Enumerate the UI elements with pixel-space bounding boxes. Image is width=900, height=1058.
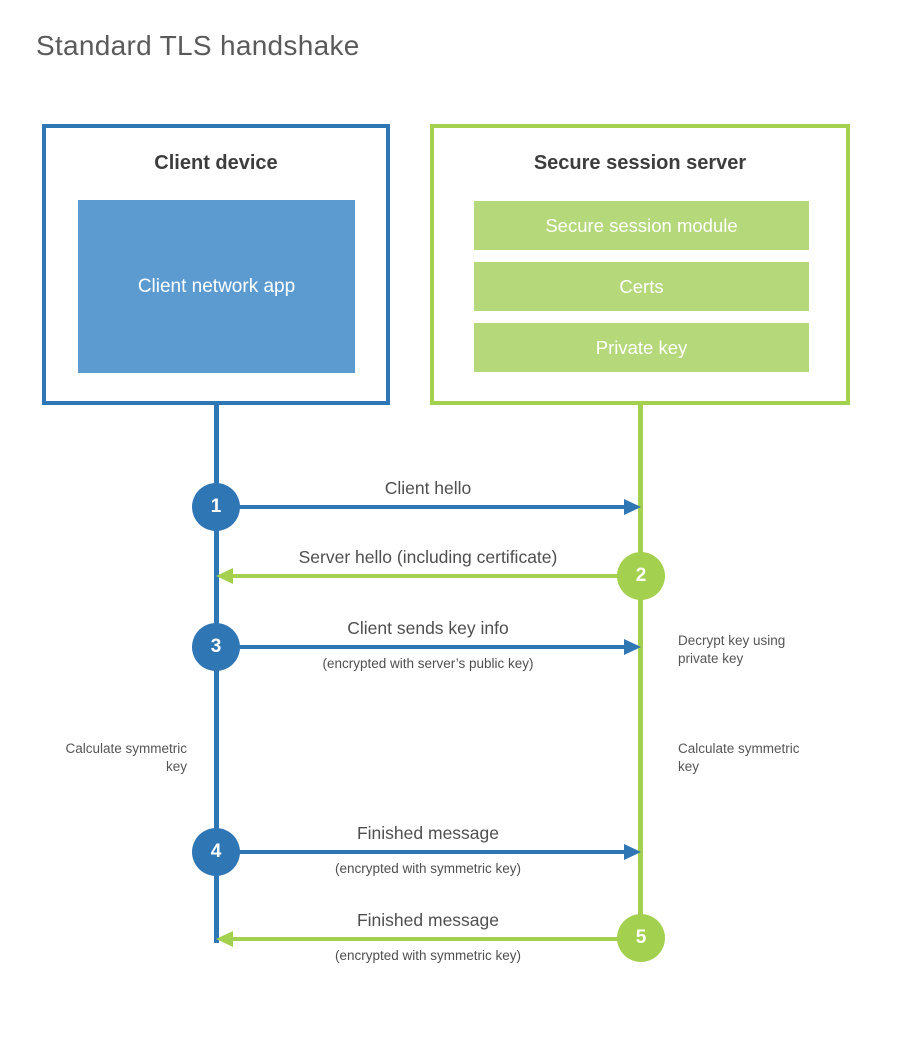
client-network-app-label: Client network app bbox=[137, 275, 296, 297]
calculate-symmetric-key-note-left: Calculate symmetric key bbox=[65, 741, 187, 774]
server-module-bar: Secure session module bbox=[474, 201, 809, 250]
secure-session-server-title: Secure session server bbox=[533, 152, 747, 174]
step-2-arrowhead-left-icon bbox=[216, 568, 233, 584]
server-certs-bar: Certs bbox=[474, 262, 809, 311]
step-3-sublabel: (encrypted with server’s public key) bbox=[322, 656, 534, 671]
step-2-arrow bbox=[230, 574, 634, 578]
step-3-arrowhead-right-icon bbox=[624, 639, 641, 655]
step-4-arrowhead-right-icon bbox=[624, 844, 641, 860]
step-2-label: Server hello (including certificate) bbox=[298, 547, 558, 567]
client-device-title: Client device bbox=[154, 152, 278, 174]
step-1-label: Client hello bbox=[384, 478, 472, 498]
step-1-arrow bbox=[216, 505, 626, 509]
step-3-label: Client sends key info bbox=[347, 618, 509, 638]
step-5-badge: 5 bbox=[617, 914, 665, 962]
server-lifeline bbox=[638, 404, 643, 938]
client-lifeline bbox=[214, 404, 219, 943]
page-title: Standard TLS handshake bbox=[36, 30, 360, 61]
step-4-badge: 4 bbox=[192, 828, 240, 876]
server-private-key-bar: Private key bbox=[474, 323, 809, 372]
step-4-label: Finished message bbox=[356, 823, 500, 843]
step-5-arrowhead-left-icon bbox=[216, 931, 233, 947]
step-5-sublabel: (encrypted with symmetric key) bbox=[334, 948, 522, 963]
step-1-arrowhead-right-icon bbox=[624, 499, 641, 515]
client-network-app-box: Client network app bbox=[78, 200, 355, 373]
step-5-label: Finished message bbox=[356, 910, 500, 930]
step-3-arrow bbox=[216, 645, 626, 649]
step-4-arrow bbox=[216, 850, 626, 854]
step-4-sublabel: (encrypted with symmetric key) bbox=[334, 861, 522, 876]
step-5-arrow bbox=[230, 937, 634, 941]
calculate-symmetric-key-note-right: Calculate symmetric key bbox=[678, 741, 800, 774]
step-1-badge: 1 bbox=[192, 483, 240, 531]
step-2-badge: 2 bbox=[617, 552, 665, 600]
step-3-badge: 3 bbox=[192, 623, 240, 671]
decrypt-key-note: Decrypt key using private key bbox=[678, 633, 786, 666]
